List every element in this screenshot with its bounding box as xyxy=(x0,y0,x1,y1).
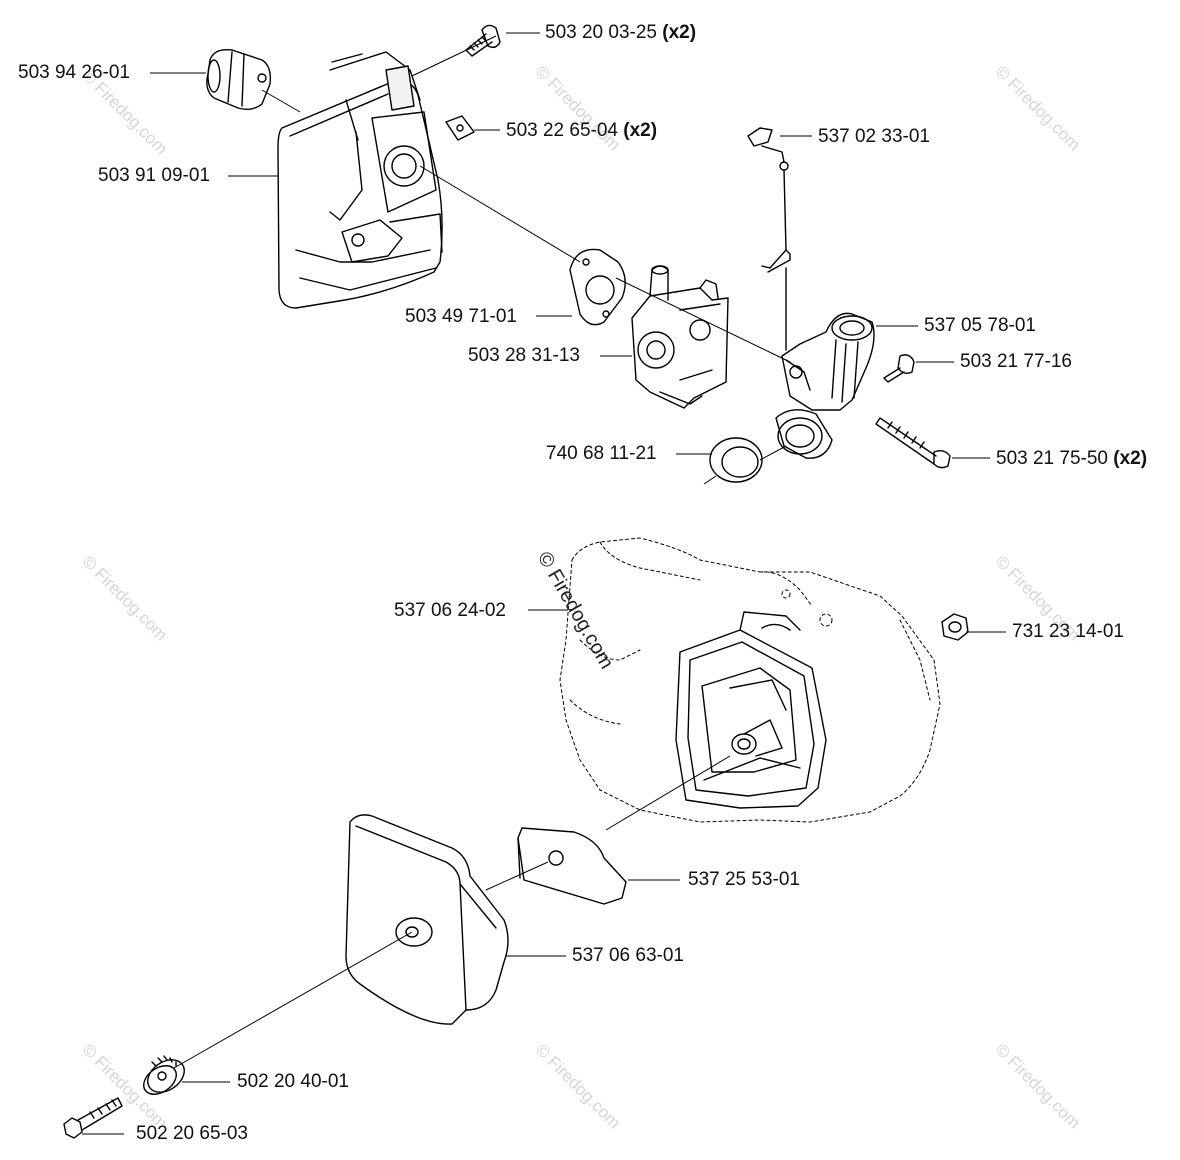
callout-label: 503 22 65-04 (x2) xyxy=(506,120,658,141)
callout-label: 502 20 40-01 xyxy=(237,1071,349,1092)
bolt-bottom xyxy=(63,1097,123,1139)
hex-nut xyxy=(941,613,969,641)
engine-outline xyxy=(559,537,941,823)
callout-label: 731 23 14-01 xyxy=(1012,621,1124,642)
clip-nut xyxy=(445,115,475,141)
callout-label: 537 06 24-02 xyxy=(394,600,506,621)
callout-label: 537 25 53-01 xyxy=(688,869,800,890)
callout-label: 503 49 71-01 xyxy=(405,306,517,327)
callout-label: 503 94 26-01 xyxy=(18,62,130,83)
callout-label: 503 20 03-25 (x2) xyxy=(545,22,697,43)
carburetor xyxy=(631,265,729,409)
callout-label: 502 20 65-03 xyxy=(136,1123,248,1144)
throttle-rod xyxy=(747,127,791,351)
screw-manifold xyxy=(883,354,915,383)
callout-label: 740 68 11-21 xyxy=(546,443,657,464)
intake-manifold xyxy=(775,312,875,459)
seal-ring xyxy=(709,437,763,483)
intake-boot xyxy=(206,49,272,111)
air-filter-housing xyxy=(277,51,443,309)
screw-top xyxy=(465,24,501,57)
callout-label: 537 05 78-01 xyxy=(924,315,1036,336)
knob xyxy=(143,1055,185,1095)
gasket xyxy=(569,248,626,326)
long-screw xyxy=(875,417,951,469)
filter-cover xyxy=(345,814,509,1025)
callout-label: 503 91 09-01 xyxy=(98,165,210,186)
leader-lines xyxy=(82,32,1006,1135)
filter-bracket xyxy=(675,611,827,809)
filter-element xyxy=(517,827,627,905)
callout-label: 537 02 33-01 xyxy=(818,126,930,147)
callout-label: 503 28 31-13 xyxy=(468,345,580,366)
callout-label: 503 21 75-50 (x2) xyxy=(996,448,1148,469)
callout-label: 537 06 63-01 xyxy=(572,945,684,966)
callout-label: 503 21 77-16 xyxy=(960,351,1072,372)
